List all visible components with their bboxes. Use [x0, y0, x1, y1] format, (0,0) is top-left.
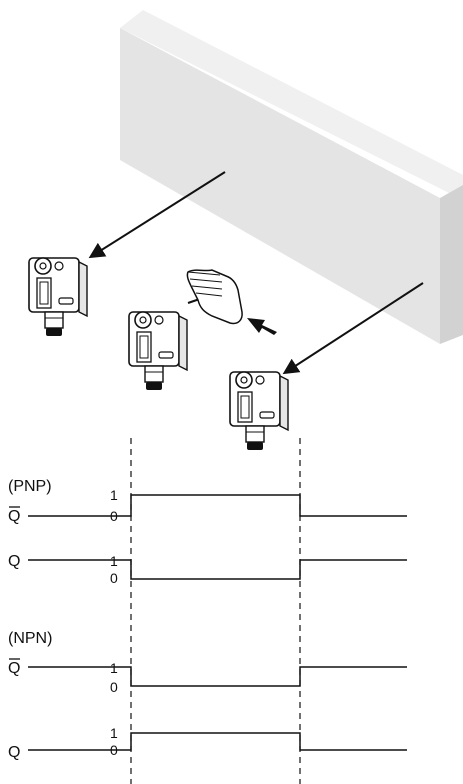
- sensor-right: [229, 371, 289, 451]
- tick-label-1: 1: [110, 725, 118, 741]
- signal-npn-qbar: Q 1 0: [8, 658, 407, 695]
- pnp-label: (PNP): [8, 478, 52, 495]
- tick-label-0: 0: [110, 679, 118, 695]
- signal-trace: [28, 559, 407, 580]
- signal-pnp-qbar: Q 1 0: [8, 487, 407, 525]
- tick-label-1: 1: [110, 553, 118, 569]
- tick-label-1: 1: [110, 660, 118, 676]
- signal-name: Q: [8, 508, 20, 525]
- signal-trace: [28, 494, 407, 517]
- motion-arrow-icon: [247, 318, 277, 335]
- signal-npn-q: Q 1 0: [8, 725, 407, 761]
- sensor-left: [28, 257, 88, 337]
- beam-left: [88, 171, 226, 259]
- hand-icon: [186, 269, 243, 325]
- tick-label-0: 0: [110, 570, 118, 586]
- npn-label: (NPN): [8, 630, 52, 647]
- signal-name: Q: [8, 744, 20, 761]
- beam-right: [282, 282, 424, 375]
- signal-name: Q: [8, 660, 20, 677]
- tick-label-1: 1: [110, 487, 118, 503]
- sensor-middle: [128, 311, 188, 391]
- signal-trace: [28, 732, 407, 751]
- signal-name: Q: [8, 553, 20, 570]
- signal-pnp-q: Q 1 0: [8, 553, 407, 586]
- signal-trace: [28, 666, 407, 687]
- reflective-wall: [120, 10, 463, 344]
